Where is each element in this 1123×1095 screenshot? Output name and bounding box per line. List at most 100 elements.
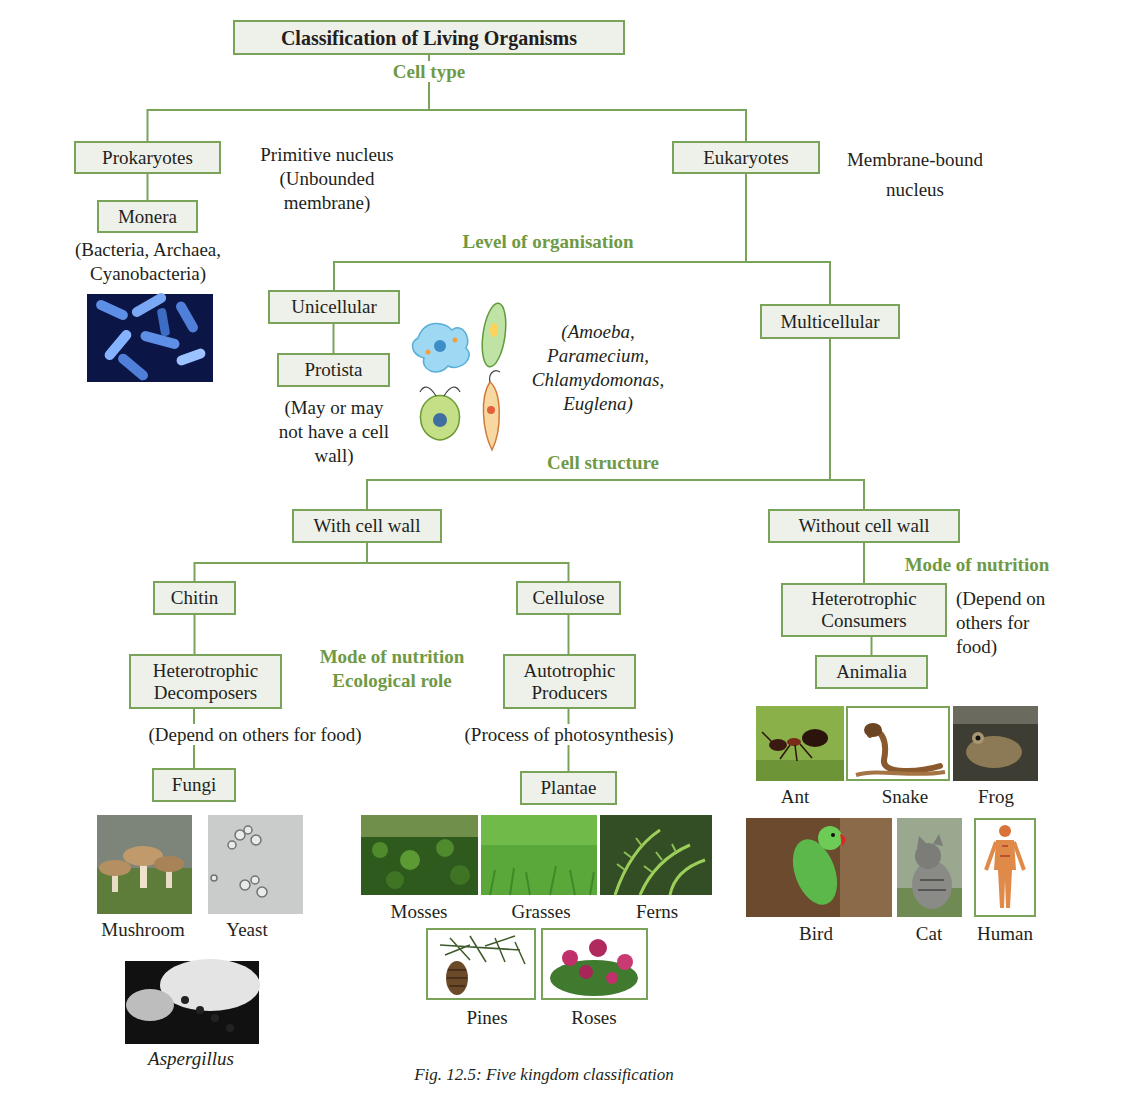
connector-line — [367, 543, 569, 581]
note-text: Aspergillus — [148, 1048, 234, 1069]
box-text: Heterotrophic Decomposers — [135, 660, 276, 704]
mushroom-photo — [99, 860, 131, 876]
bird-photo — [818, 826, 842, 850]
note-text-holder: Cell structure — [503, 451, 703, 475]
ant-photo — [756, 706, 844, 781]
category-box: Fungi — [152, 768, 236, 802]
note-text: Primitive nucleus (Unbounded membrane) — [260, 144, 394, 213]
note-text-holder: Mushroom — [93, 918, 193, 942]
cat-photo — [918, 880, 946, 890]
connector-line — [148, 55, 430, 141]
note-text-holder: (May or may not have a cell wall) — [278, 396, 390, 468]
mushroom-photo — [154, 856, 184, 872]
moss-photo — [386, 871, 404, 889]
category-box: Unicellular — [268, 290, 400, 324]
box-text: Chitin — [171, 587, 219, 609]
human-figure — [975, 819, 1035, 916]
box-text: Multicellular — [780, 311, 879, 333]
note-text: Snake — [882, 786, 928, 807]
box-text: Fungi — [172, 774, 216, 796]
box-text: Plantae — [541, 777, 597, 799]
box-text: Prokaryotes — [102, 147, 193, 169]
aspergillus-photo — [196, 1006, 204, 1014]
box-text: Heterotrophic Consumers — [787, 588, 941, 632]
note-text-holder: Roses — [544, 1006, 644, 1030]
ant-photo — [787, 738, 801, 746]
box-text: With cell wall — [314, 515, 421, 537]
note-text-holder: Ant — [745, 785, 845, 809]
connector-line — [568, 615, 570, 654]
snake-photo — [847, 707, 949, 780]
moss-photo — [450, 865, 470, 885]
category-box: Multicellular — [760, 304, 900, 339]
cat-photo — [897, 818, 962, 917]
connector-line — [863, 543, 865, 583]
ant-photo — [756, 760, 844, 781]
aspergillus-photo — [126, 989, 174, 1021]
moss-photo — [400, 850, 420, 870]
category-box: Autotrophic Producers — [503, 654, 636, 709]
protist-drawing — [490, 371, 500, 382]
note-text: Ant — [781, 786, 810, 807]
ant-photo — [762, 732, 812, 761]
note-text-holder: (Depend on others for food) — [956, 587, 1071, 659]
protist-drawing — [453, 338, 458, 343]
protist-drawing — [444, 387, 460, 396]
fern-photo — [600, 815, 712, 895]
box-text: Classification of Living Organisms — [281, 27, 577, 49]
pine-photo — [440, 936, 525, 964]
note-text: Cat — [916, 923, 942, 944]
pine-photo — [427, 929, 535, 999]
category-box: Heterotrophic Decomposers — [129, 654, 282, 709]
yeast-photo — [208, 815, 303, 914]
note-text: Ferns — [636, 901, 678, 922]
note-text-holder: Mode of nutrition — [877, 553, 1077, 577]
note-text: Human — [977, 923, 1033, 944]
connector-line — [429, 55, 746, 141]
bacteria-photo — [103, 328, 134, 362]
figure-caption-holder: Fig. 12.5: Five kingdom classification — [244, 1063, 844, 1087]
protist-drawing — [479, 302, 510, 368]
bacteria-photo — [94, 298, 129, 321]
note-text: Membrane-bound nucleus — [847, 149, 983, 200]
note-text: (Depend on others for food) — [148, 724, 361, 745]
figure-caption: Fig. 12.5: Five kingdom classification — [414, 1065, 674, 1084]
rose-photo — [606, 972, 618, 984]
frog-photo — [972, 732, 984, 744]
snake-photo — [870, 732, 940, 771]
connector-line — [194, 615, 196, 654]
moss-photo — [372, 842, 388, 858]
note-text: (Process of photosynthesis) — [465, 724, 674, 745]
aspergillus-photo — [160, 959, 260, 1011]
bird-photo — [746, 818, 892, 917]
yeast-photo — [211, 875, 217, 881]
connector-line — [195, 543, 368, 581]
note-text: Mode of nutrition Ecological role — [320, 646, 465, 691]
bacteria-photo — [139, 330, 180, 350]
note-text: (May or may not have a cell wall) — [279, 397, 389, 466]
note-text-holder: Frog — [946, 785, 1046, 809]
bacteria-photo — [157, 308, 171, 337]
note-text-holder: Level of organisation — [418, 230, 678, 254]
fern-photo — [617, 838, 676, 872]
protist-drawing — [413, 302, 510, 450]
box-text: Monera — [118, 206, 177, 228]
bird-photo — [840, 818, 892, 917]
note-text: Level of organisation — [463, 231, 634, 252]
mushroom-photo — [97, 815, 192, 914]
bird-photo — [840, 834, 846, 846]
aspergillus-photo — [226, 1024, 234, 1032]
note-text-holder: Snake — [855, 785, 955, 809]
note-text-holder: Cat — [879, 922, 979, 946]
ant-photo — [756, 706, 844, 781]
note-text: (Amoeba, Paramecium, Chlamydomonas, Eugl… — [532, 321, 664, 414]
note-text-holder: Cell type — [329, 60, 529, 84]
yeast-photo — [244, 826, 252, 834]
box-text: Without cell wall — [798, 515, 929, 537]
note-text: (Bacteria, Archaea, Cyanobacteria) — [75, 239, 221, 284]
category-box: Plantae — [520, 771, 617, 805]
protist-drawing — [434, 340, 446, 352]
category-box: Heterotrophic Consumers — [781, 583, 947, 637]
box-text: Animalia — [836, 661, 907, 683]
